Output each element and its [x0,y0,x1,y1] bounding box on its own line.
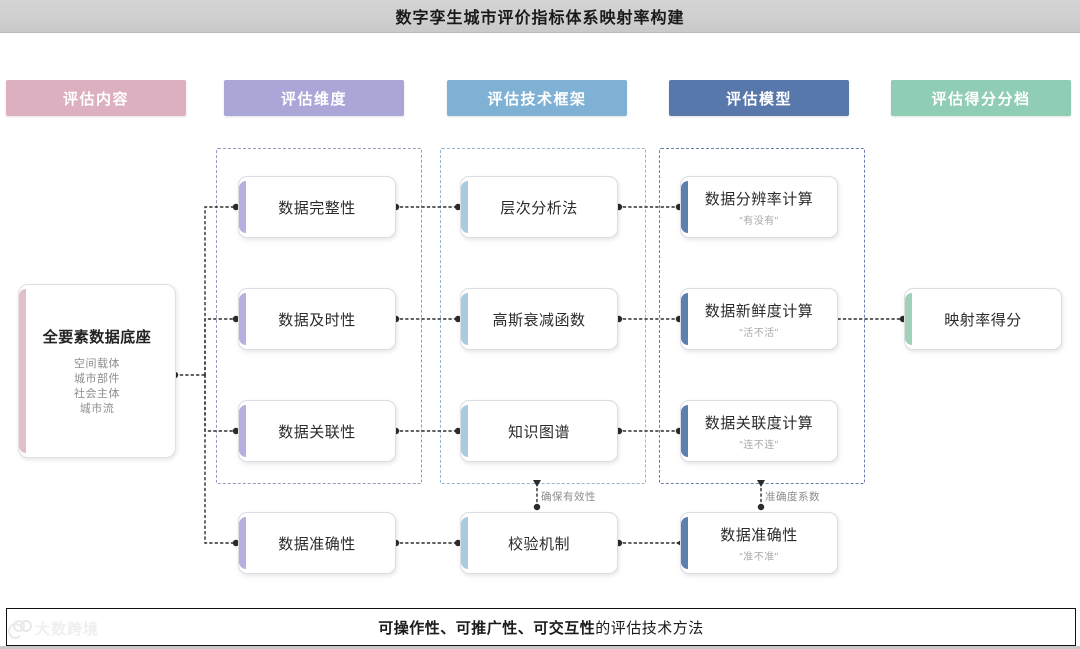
edge-label-validity: 确保有效性 [541,491,596,503]
framework-node-2[interactable]: 高斯衰减函数 [460,288,618,350]
base-node-item: 城市部件 [74,372,120,385]
framework-node-label: 层次分析法 [500,199,578,217]
model-node-accent [681,517,688,569]
model-node-sublabel: "有没有" [739,215,779,227]
base-node-item: 社会主体 [74,387,120,400]
model-node-sublabel: "连不连" [739,439,779,451]
column-header-content-label: 评估内容 [62,90,129,108]
group-frame-framework [440,148,646,484]
page-title: 数字孪生城市评价指标体系映射率构建 [395,10,685,27]
model-node-1[interactable]: 数据分辨率计算 "有没有" [680,176,838,238]
framework-node-label: 知识图谱 [507,423,570,441]
model-node-label: 数据关联度计算 [704,414,814,432]
column-header-model-label: 评估模型 [725,90,792,108]
column-header-score: 评估得分分档 [891,80,1071,116]
base-node-item: 城市流 [79,402,115,415]
model-node-2[interactable]: 数据新鲜度计算 "活不活" [680,288,838,350]
model-node-3[interactable]: 数据关联度计算 "连不连" [680,400,838,462]
framework-node-label: 高斯衰减函数 [492,311,586,329]
title-bar: 数字孪生城市评价指标体系映射率构建 [0,0,1080,33]
dimension-node-label: 数据准确性 [278,535,356,553]
model-node-label: 数据分辨率计算 [704,190,814,208]
dimension-node-accent [239,517,246,569]
score-node-accent [905,293,912,345]
model-node-accent [681,405,688,457]
dimension-node-accent [239,405,246,457]
edge-label-accuracy-coefficient: 准确度系数 [765,491,820,503]
watermark-text: 大数跨境 [35,620,100,638]
framework-node-accent [461,517,468,569]
model-node-sublabel: "活不活" [739,327,779,339]
dimension-node-4[interactable]: 数据准确性 [238,512,396,574]
bottom-divider [0,646,1080,649]
dimension-node-accent [239,293,246,345]
base-node[interactable]: 全要素数据底座 空间载体 城市部件 社会主体 城市流 [18,284,176,458]
framework-node-1[interactable]: 层次分析法 [460,176,618,238]
column-header-content: 评估内容 [6,80,186,116]
column-header-model: 评估模型 [669,80,849,116]
model-node-4[interactable]: 数据准确性 "准不准" [680,512,838,574]
framework-node-label: 校验机制 [507,535,570,553]
column-header-score-label: 评估得分分档 [931,90,1031,108]
model-node-sublabel: "准不准" [739,551,779,563]
base-node-accent [19,289,26,453]
framework-node-4[interactable]: 校验机制 [460,512,618,574]
base-node-title: 全要素数据底座 [42,328,152,346]
base-node-item: 空间载体 [74,357,120,370]
watermark: 大数跨境 [8,616,99,640]
model-node-accent [681,293,688,345]
model-node-label: 数据新鲜度计算 [704,302,814,320]
model-node-label: 数据准确性 [720,526,798,544]
footer-text: 可操作性、可推广性、可交互性的评估技术方法 [378,617,704,638]
dimension-node-label: 数据关联性 [278,423,356,441]
footer-text-strong: 可操作性、可推广性、可交互性 [378,619,596,637]
column-header-framework-label: 评估技术框架 [487,90,587,108]
framework-node-accent [461,293,468,345]
logo-icon [8,619,32,639]
score-node[interactable]: 映射率得分 [904,288,1062,350]
base-node-items: 空间载体 城市部件 社会主体 城市流 [74,357,120,417]
dimension-node-2[interactable]: 数据及时性 [238,288,396,350]
model-node-accent [681,181,688,233]
dimension-node-3[interactable]: 数据关联性 [238,400,396,462]
dimension-node-label: 数据及时性 [278,311,356,329]
column-header-dimension: 评估维度 [224,80,404,116]
footer-bar: 可操作性、可推广性、可交互性的评估技术方法 [6,608,1076,646]
dimension-node-label: 数据完整性 [278,199,356,217]
framework-node-accent [461,405,468,457]
column-header-dimension-label: 评估维度 [280,90,347,108]
framework-node-3[interactable]: 知识图谱 [460,400,618,462]
column-header-framework: 评估技术框架 [447,80,627,116]
framework-node-accent [461,181,468,233]
score-node-label: 映射率得分 [944,311,1022,329]
dimension-node-1[interactable]: 数据完整性 [238,176,396,238]
dimension-node-accent [239,181,246,233]
footer-text-rest: 的评估技术方法 [595,619,704,637]
